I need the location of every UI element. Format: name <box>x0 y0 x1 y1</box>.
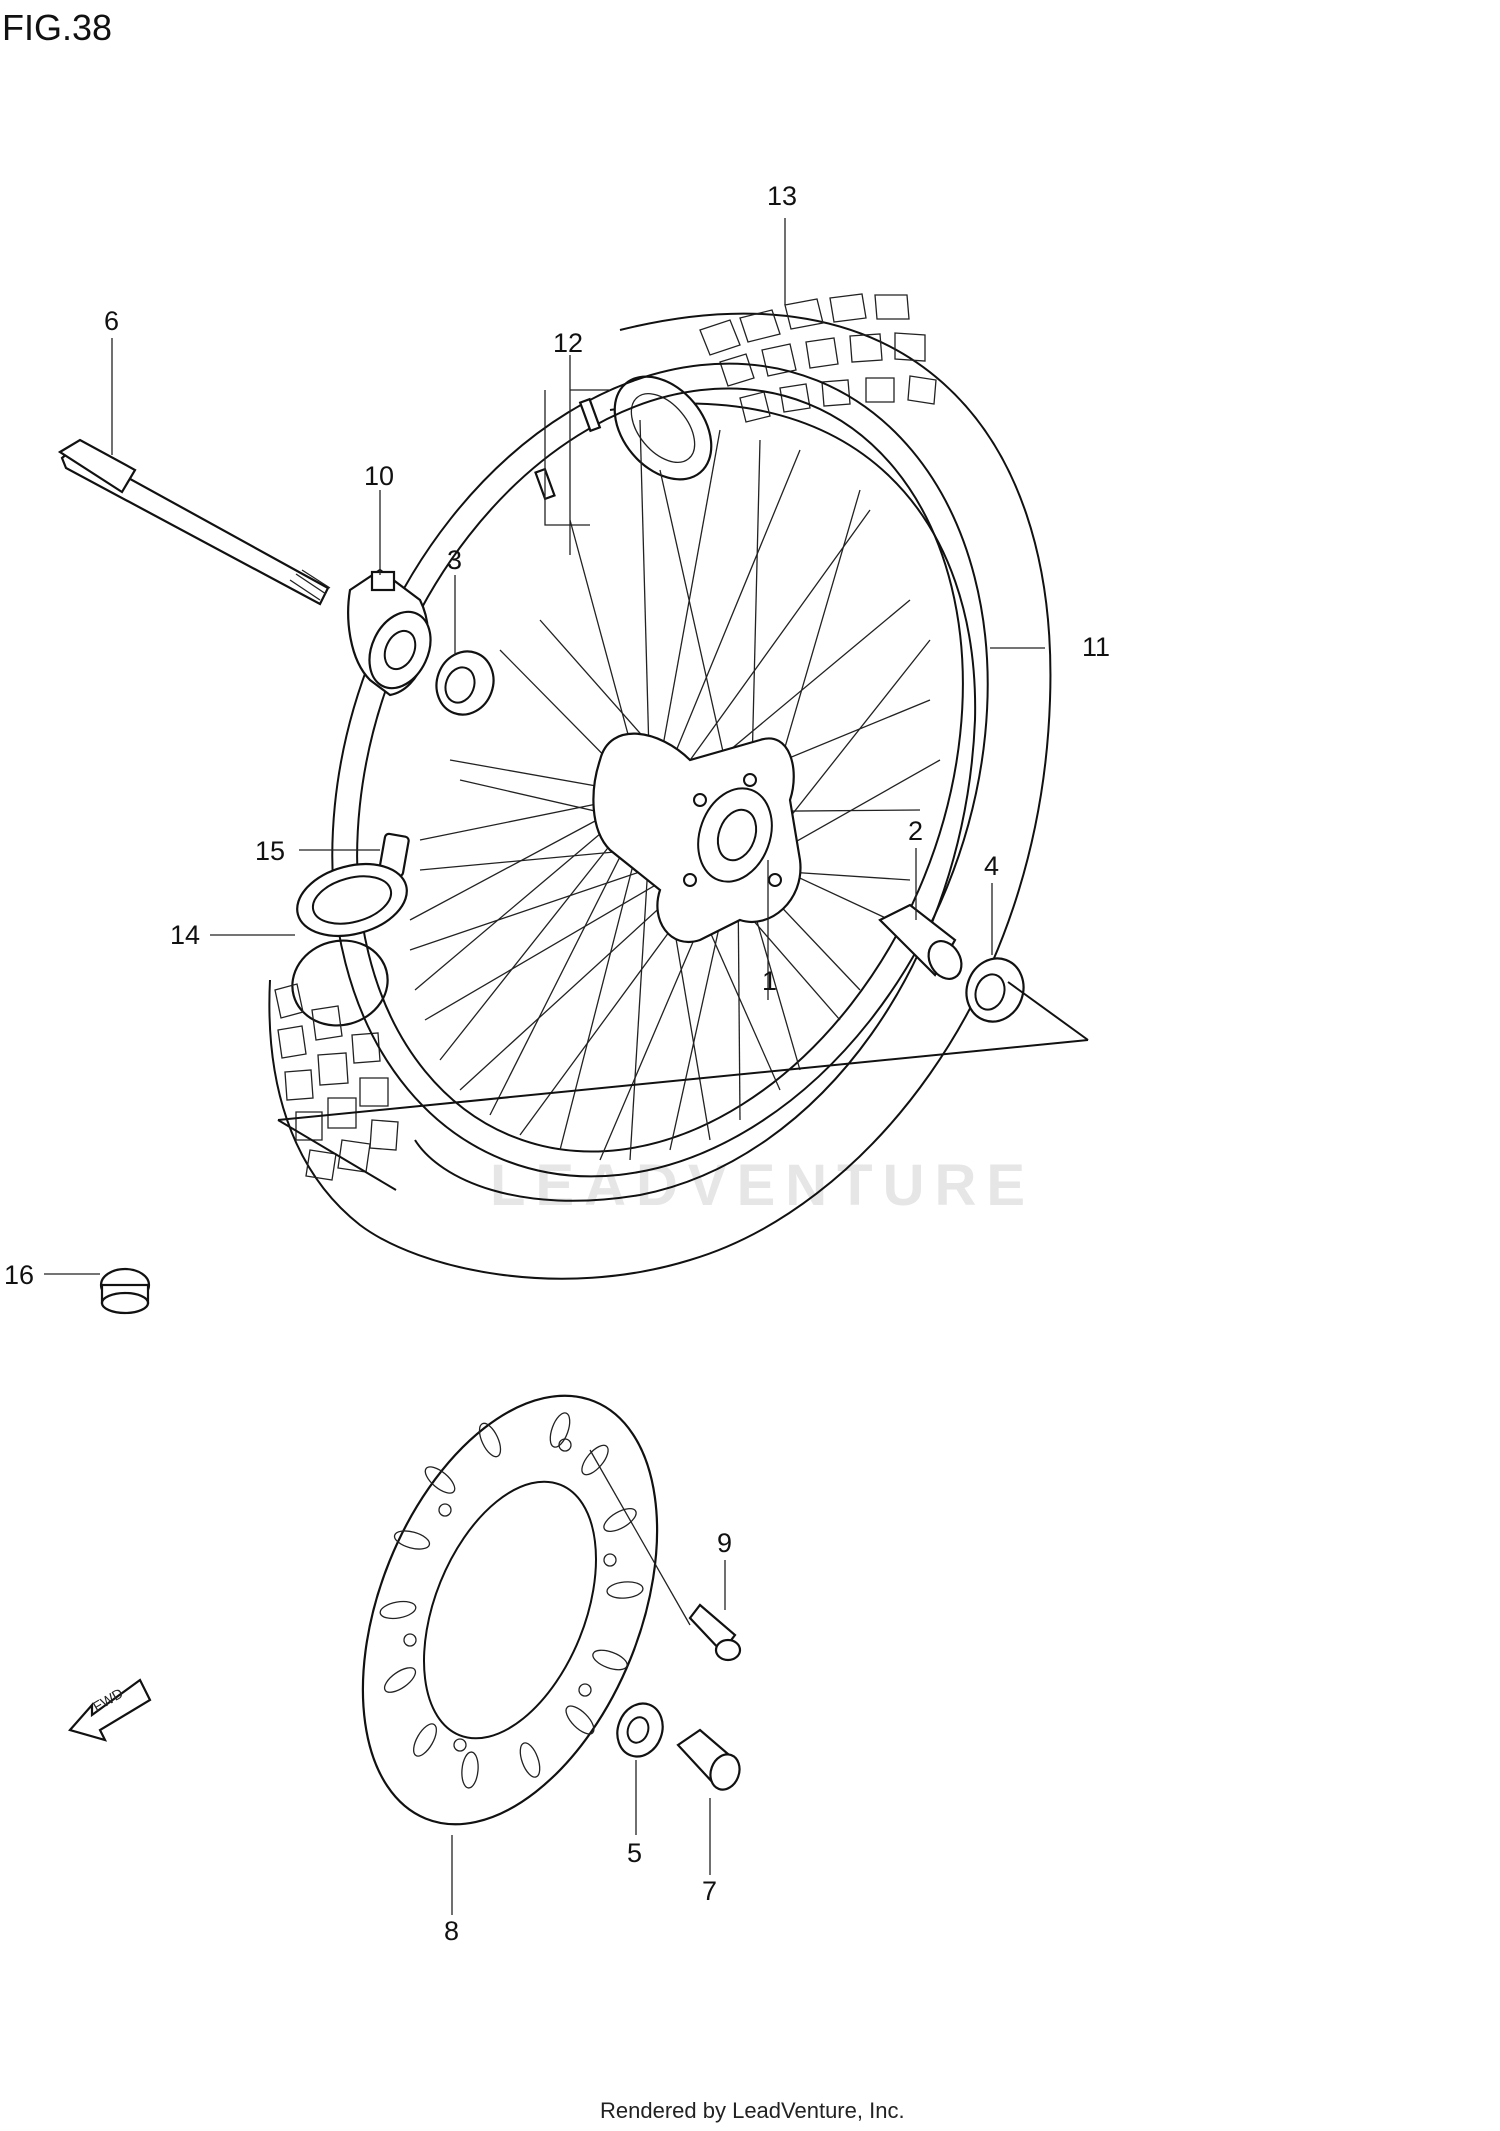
fwd-arrow-icon: FWD <box>68 1678 152 1742</box>
callouts: 1 2 3 4 5 6 7 8 9 10 11 12 13 14 15 16 <box>4 181 1110 1946</box>
figure-title: FIG.38 <box>2 7 112 48</box>
disc-bolt <box>589 1449 742 1662</box>
axle <box>57 438 331 606</box>
callout-12: 12 <box>553 328 583 358</box>
valve-stem <box>534 397 602 501</box>
bearing-4 <box>965 957 1025 1023</box>
callout-10: 10 <box>364 461 394 491</box>
callout-2: 2 <box>908 816 923 846</box>
hub <box>592 732 802 943</box>
bearing-3 <box>435 650 495 716</box>
callout-9: 9 <box>717 1528 732 1558</box>
leader-lines <box>44 218 1045 1915</box>
tube <box>296 863 408 937</box>
callout-15: 15 <box>255 836 285 866</box>
plug-cap <box>99 1267 151 1315</box>
tire <box>268 293 1052 1280</box>
speedometer-gearbox <box>347 568 432 697</box>
callout-7: 7 <box>702 1876 717 1906</box>
brake-disc <box>277 981 1089 1826</box>
collar <box>676 1728 741 1791</box>
callout-6: 6 <box>104 306 119 336</box>
callout-1: 1 <box>762 966 777 996</box>
callout-14: 14 <box>170 920 200 950</box>
callout-5: 5 <box>627 1838 642 1868</box>
callout-13: 13 <box>767 181 797 211</box>
callout-16: 16 <box>4 1260 34 1290</box>
callout-11: 11 <box>1082 632 1110 662</box>
callout-3: 3 <box>447 545 462 575</box>
callout-8: 8 <box>444 1916 459 1946</box>
callout-4: 4 <box>984 851 999 881</box>
spacer <box>878 903 963 980</box>
watermark: LEADVENTURE <box>490 1153 1035 1218</box>
washer <box>616 1702 664 1758</box>
wheel-assembly <box>268 293 1052 1280</box>
footer-credit: Rendered by LeadVenture, Inc. <box>600 2098 905 2123</box>
